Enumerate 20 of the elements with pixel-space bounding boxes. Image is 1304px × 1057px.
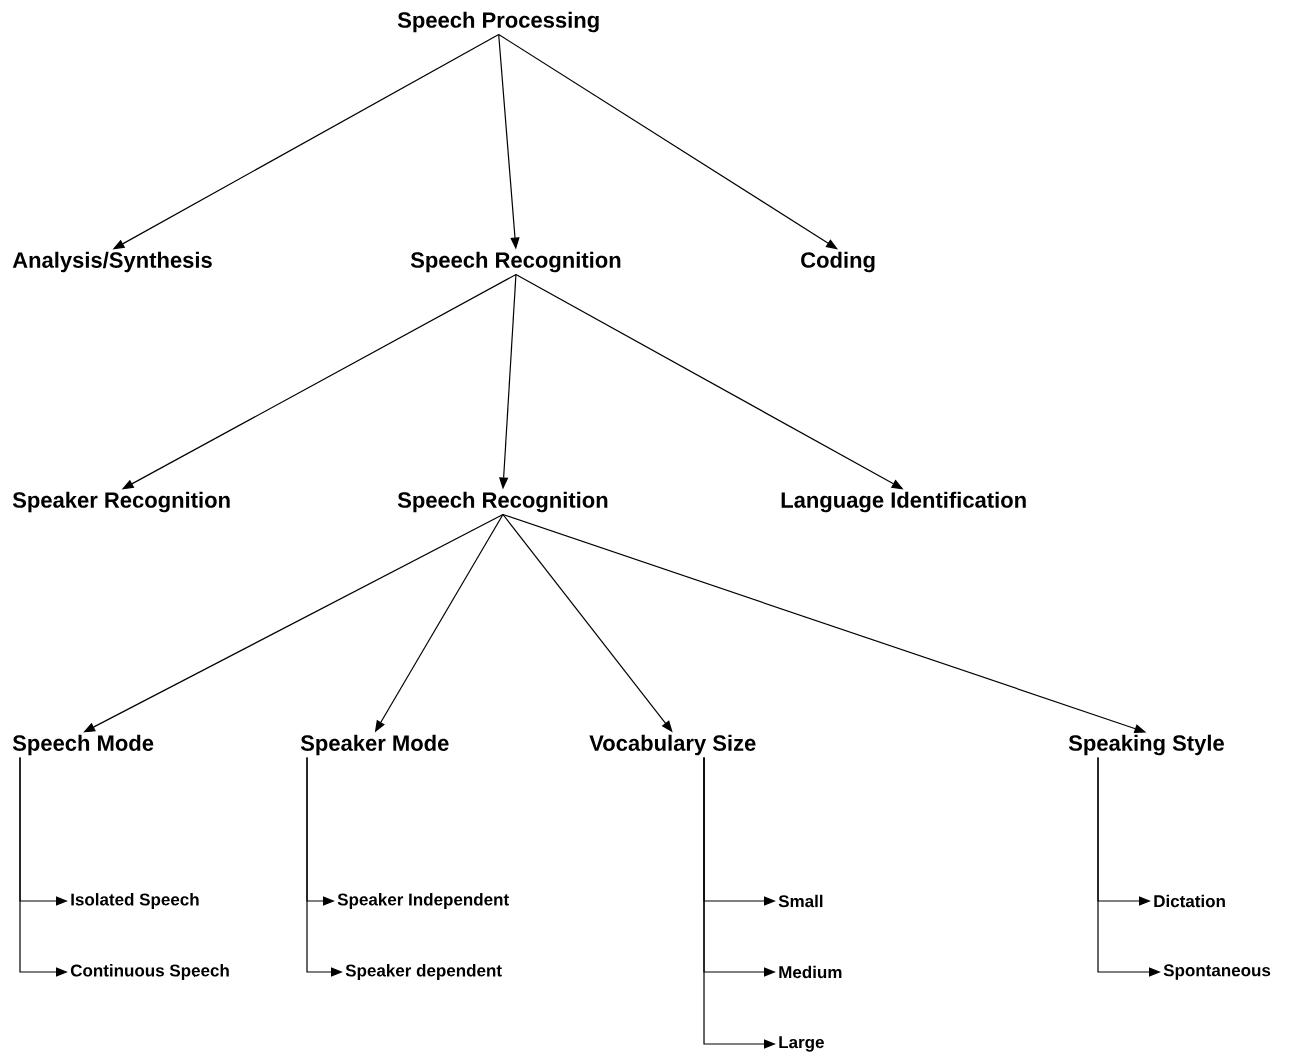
label-text: Speaker Independent: [337, 893, 509, 909]
label-text: Analysis/Synthesis: [12, 251, 212, 273]
label-text: Speech Recognition: [397, 491, 608, 513]
label-text: Speaker Mode: [300, 734, 449, 756]
label-text: Isolated Speech: [71, 893, 199, 909]
label-text: Continuous Speech: [70, 964, 229, 980]
label-text: Large: [779, 1036, 824, 1052]
label-text: Coding: [801, 251, 875, 273]
label-text: Speech Recognition: [410, 251, 621, 273]
label-text: Small: [778, 894, 823, 908]
label-text: Speech Processing: [397, 11, 599, 33]
label-text: Vocabulary Size: [589, 734, 756, 756]
label-text: Medium: [779, 965, 842, 979]
label-text: Speaker Recognition: [12, 491, 230, 513]
label-text: Spontaneous: [1163, 964, 1271, 980]
label-text: Speech Mode: [12, 734, 154, 756]
label-text: Speaking Style: [1068, 734, 1224, 756]
label-text: Dictation: [1154, 894, 1225, 908]
label-text: Language Identification: [781, 491, 1026, 513]
label-text: Speaker dependent: [345, 964, 502, 980]
